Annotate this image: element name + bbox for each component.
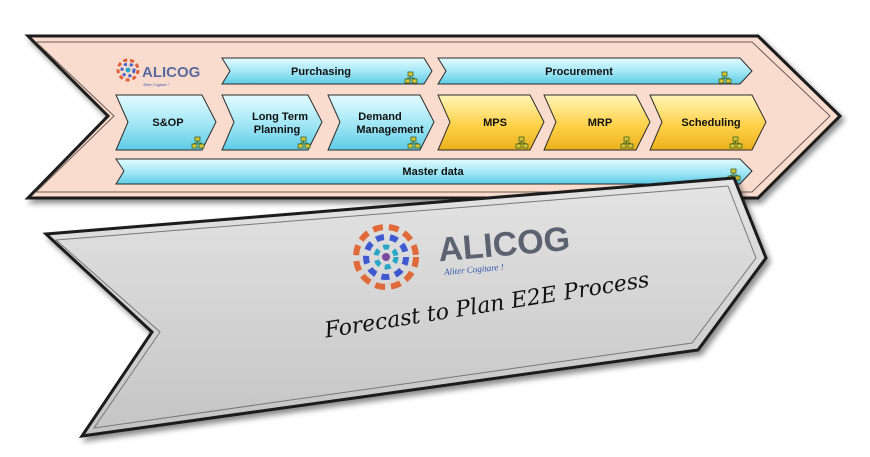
- step-label: MRP: [588, 117, 612, 129]
- step-label: S&OP: [152, 117, 183, 129]
- hierarchy-icon: [191, 136, 205, 149]
- caption-banner: [42, 176, 768, 438]
- hierarchy-icon: [718, 71, 732, 84]
- step-label: Procurement: [545, 66, 613, 78]
- step-label: Master data: [402, 166, 464, 178]
- step-mrp[interactable]: MRP: [543, 94, 651, 151]
- hierarchy-icon: [515, 136, 529, 149]
- step-purchasing[interactable]: Purchasing: [221, 57, 433, 85]
- hierarchy-icon: [729, 136, 743, 149]
- step-procurement[interactable]: Procurement: [437, 57, 753, 85]
- hierarchy-icon: [407, 136, 421, 149]
- step-label-line-2: Planning: [254, 124, 300, 136]
- hierarchy-icon: [297, 136, 311, 149]
- alicog-logo-small: ALICOG Aliter Cogitare !: [116, 58, 200, 87]
- step-label-line-1: Long Term: [252, 111, 308, 123]
- step-scheduling[interactable]: Scheduling: [649, 94, 767, 151]
- logo-text-small: ALICOG: [142, 64, 200, 81]
- step-label-line-1: Demand: [358, 111, 401, 123]
- step-label: MPS: [483, 117, 507, 129]
- people-circle-icon: [353, 224, 419, 290]
- logo-tagline-small: Aliter Cogitare !: [142, 82, 170, 87]
- step-sop[interactable]: S&OP: [115, 94, 217, 151]
- step-label: Scheduling: [681, 117, 740, 129]
- step-demand-management[interactable]: Demand Management: [327, 94, 435, 151]
- step-master-data[interactable]: Master data: [115, 158, 753, 185]
- hierarchy-icon: [404, 71, 418, 84]
- step-label: Purchasing: [291, 66, 351, 78]
- step-long-term-planning[interactable]: Long Term Planning: [221, 94, 323, 151]
- step-label-line-2: Management: [356, 124, 424, 136]
- hierarchy-icon: [620, 136, 634, 149]
- people-circle-icon: [116, 58, 140, 82]
- step-mps[interactable]: MPS: [437, 94, 545, 151]
